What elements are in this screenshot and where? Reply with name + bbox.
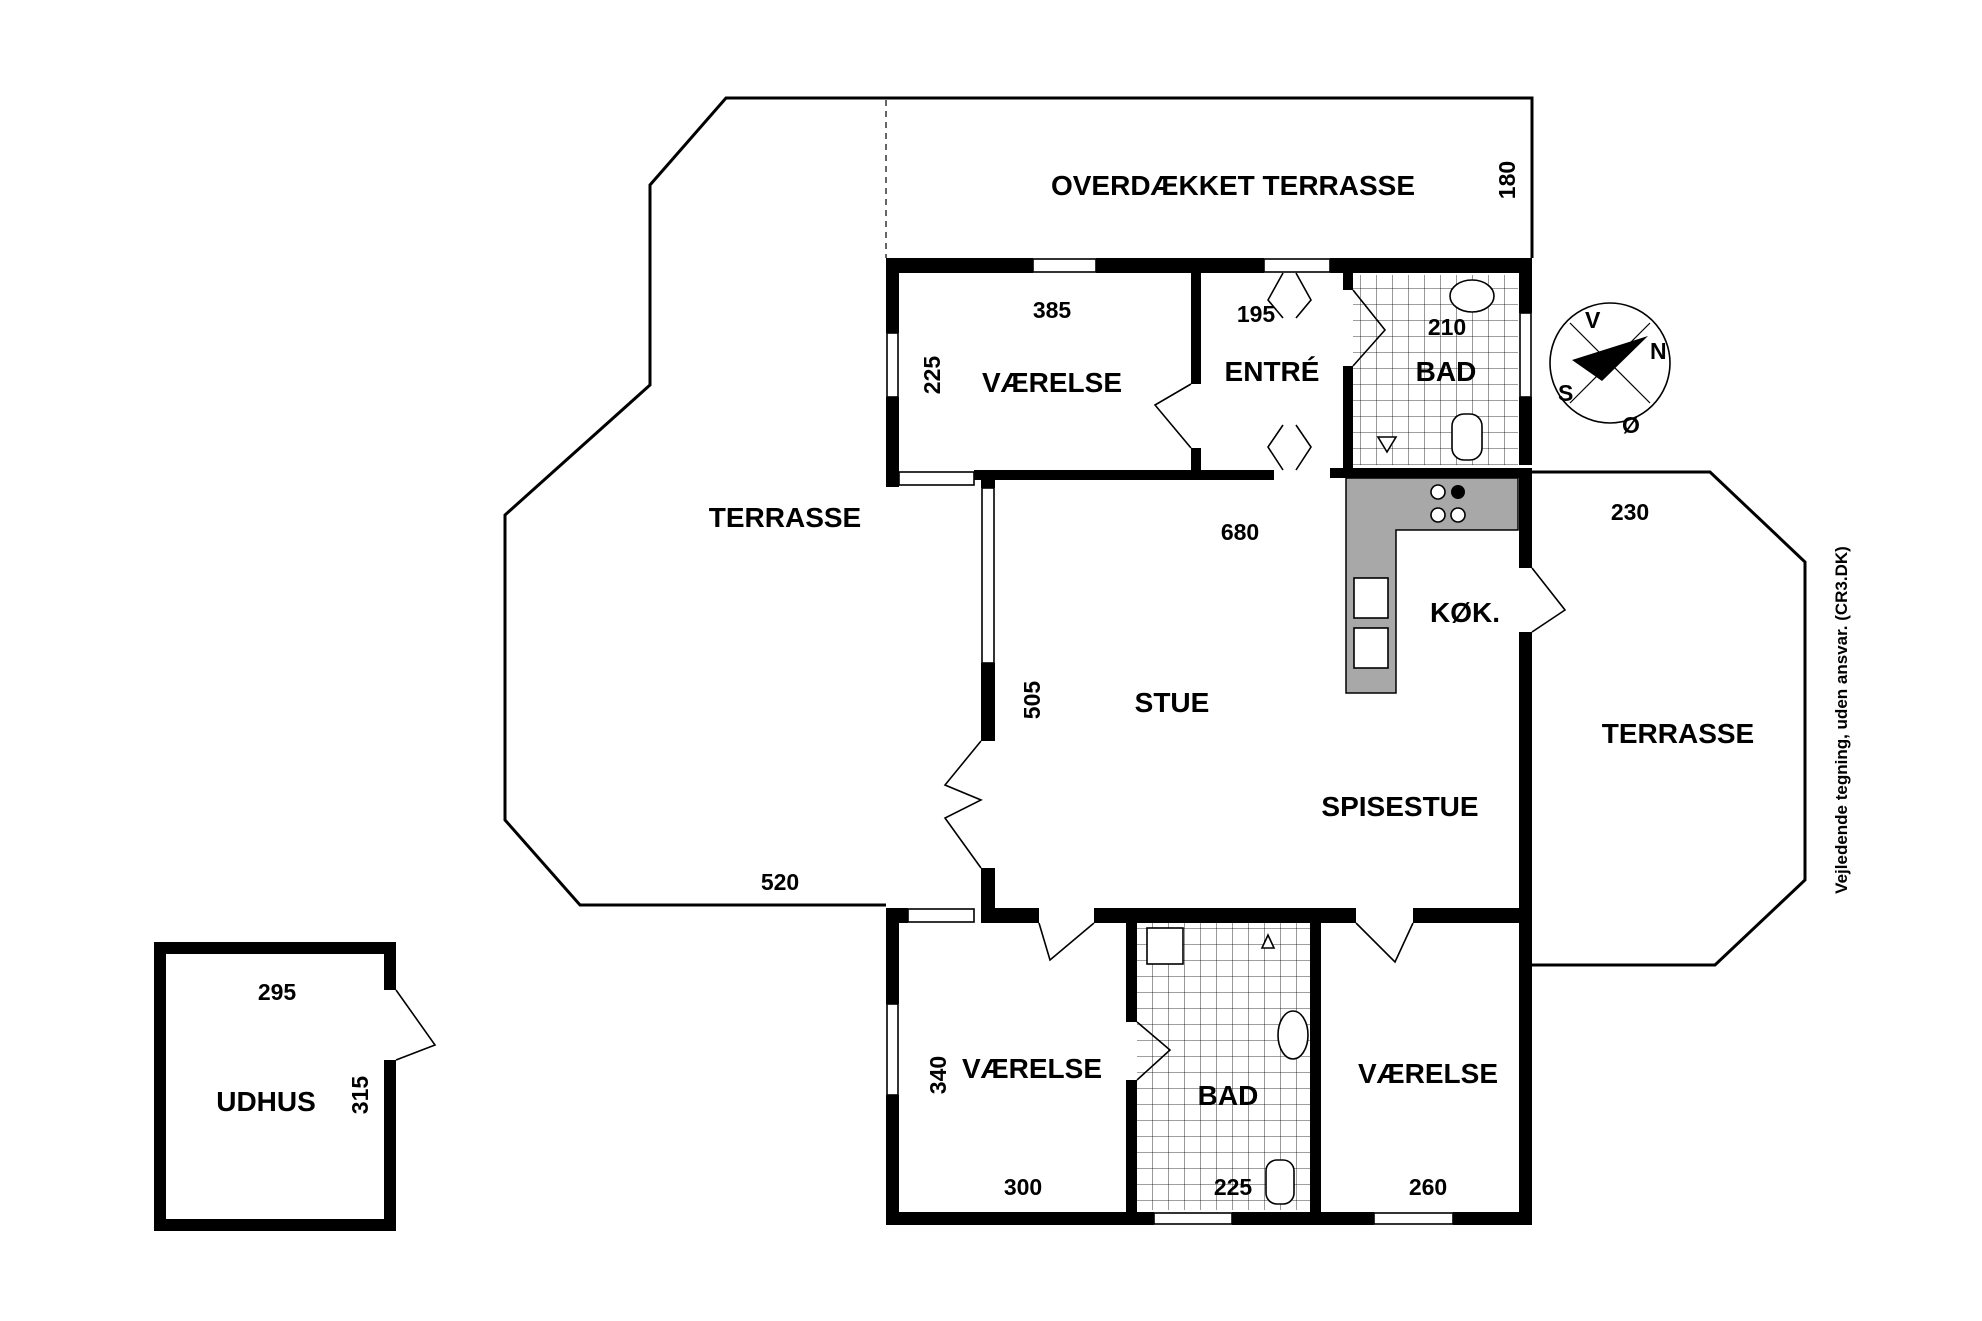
dim-terrasse-east: 230 bbox=[1611, 499, 1649, 525]
compass-east-label: Ø bbox=[1622, 412, 1640, 438]
label-udhus: UDHUS bbox=[216, 1086, 316, 1117]
dim-bad-south: 225 bbox=[1214, 1174, 1253, 1200]
label-overdaekket-terrasse: OVERDÆKKET TERRASSE bbox=[1051, 170, 1415, 201]
hob-3-icon bbox=[1430, 507, 1446, 523]
compass-north-label: N bbox=[1650, 338, 1667, 364]
terrace-outlines bbox=[503, 96, 1807, 967]
dim-stue-width: 680 bbox=[1221, 519, 1259, 545]
label-terrasse-west: TERRASSE bbox=[709, 502, 861, 533]
hob-2-icon bbox=[1451, 485, 1465, 499]
label-vaerelse-se: VÆRELSE bbox=[1358, 1058, 1498, 1089]
toilet-north-icon bbox=[1451, 413, 1483, 461]
dim-vaerelse-north-width: 385 bbox=[1033, 297, 1072, 323]
fixtures bbox=[1146, 279, 1495, 1205]
bathtub-north-icon bbox=[1449, 279, 1495, 313]
label-vaerelse-north: VÆRELSE bbox=[982, 367, 1122, 398]
covered-terrace-outline bbox=[886, 96, 1534, 258]
dim-vaerelse-north-depth: 225 bbox=[919, 356, 945, 395]
walls bbox=[886, 258, 1532, 1225]
label-entre: ENTRÉ bbox=[1225, 356, 1320, 387]
dishwasher-icon bbox=[1353, 627, 1389, 669]
disclaimer-text: Vejledende tegning, uden ansvar. (CR3.DK… bbox=[1832, 546, 1851, 894]
dim-overdaekket-terrasse: 180 bbox=[1494, 161, 1520, 199]
label-stue: STUE bbox=[1135, 687, 1210, 718]
hob-4-icon bbox=[1450, 507, 1466, 523]
label-spisestue: SPISESTUE bbox=[1321, 791, 1478, 822]
dim-udhus-width: 295 bbox=[258, 979, 297, 1005]
bathtub-south-icon bbox=[1277, 1010, 1309, 1060]
room-labels: OVERDÆKKET TERRASSE TERRASSE TERRASSE VÆ… bbox=[216, 170, 1754, 1117]
bathroom-north-tiles bbox=[1353, 275, 1518, 465]
washbasin-south-icon bbox=[1146, 927, 1184, 965]
dimension-labels: 180 385 225 195 210 230 680 505 520 340 … bbox=[258, 161, 1649, 1200]
compass-needle-icon bbox=[1572, 336, 1648, 381]
east-terrace-outline bbox=[1532, 470, 1807, 967]
west-terrace-outline bbox=[503, 96, 886, 907]
dim-udhus-depth: 315 bbox=[347, 1076, 373, 1115]
dim-bad-north: 210 bbox=[1428, 314, 1466, 340]
label-kokken: KØK. bbox=[1430, 597, 1500, 628]
dim-vaerelse-sw-width: 300 bbox=[1004, 1174, 1042, 1200]
dim-vaerelse-sw-depth: 340 bbox=[925, 1056, 951, 1094]
compass-south-label: S bbox=[1558, 380, 1573, 406]
label-bad-north: BAD bbox=[1416, 356, 1477, 387]
compass: N S V Ø bbox=[1549, 302, 1671, 438]
doors bbox=[943, 272, 1567, 1081]
dim-vaerelse-se: 260 bbox=[1409, 1174, 1447, 1200]
label-bad-south: BAD bbox=[1198, 1080, 1259, 1111]
dim-terrasse-west: 520 bbox=[761, 869, 799, 895]
label-terrasse-east: TERRASSE bbox=[1602, 718, 1754, 749]
udhus-building bbox=[154, 942, 437, 1231]
dim-stue-depth: 505 bbox=[1019, 681, 1045, 720]
dim-entre: 195 bbox=[1237, 301, 1276, 327]
hob-1-icon bbox=[1430, 484, 1446, 500]
label-vaerelse-sw: VÆRELSE bbox=[962, 1053, 1102, 1084]
toilet-south-icon bbox=[1265, 1159, 1295, 1205]
sink-icon bbox=[1353, 577, 1389, 619]
shower-south-icon bbox=[1260, 933, 1276, 949]
compass-west-label: V bbox=[1585, 307, 1601, 333]
shower-north-icon bbox=[1376, 436, 1398, 454]
windows bbox=[886, 258, 1532, 1225]
